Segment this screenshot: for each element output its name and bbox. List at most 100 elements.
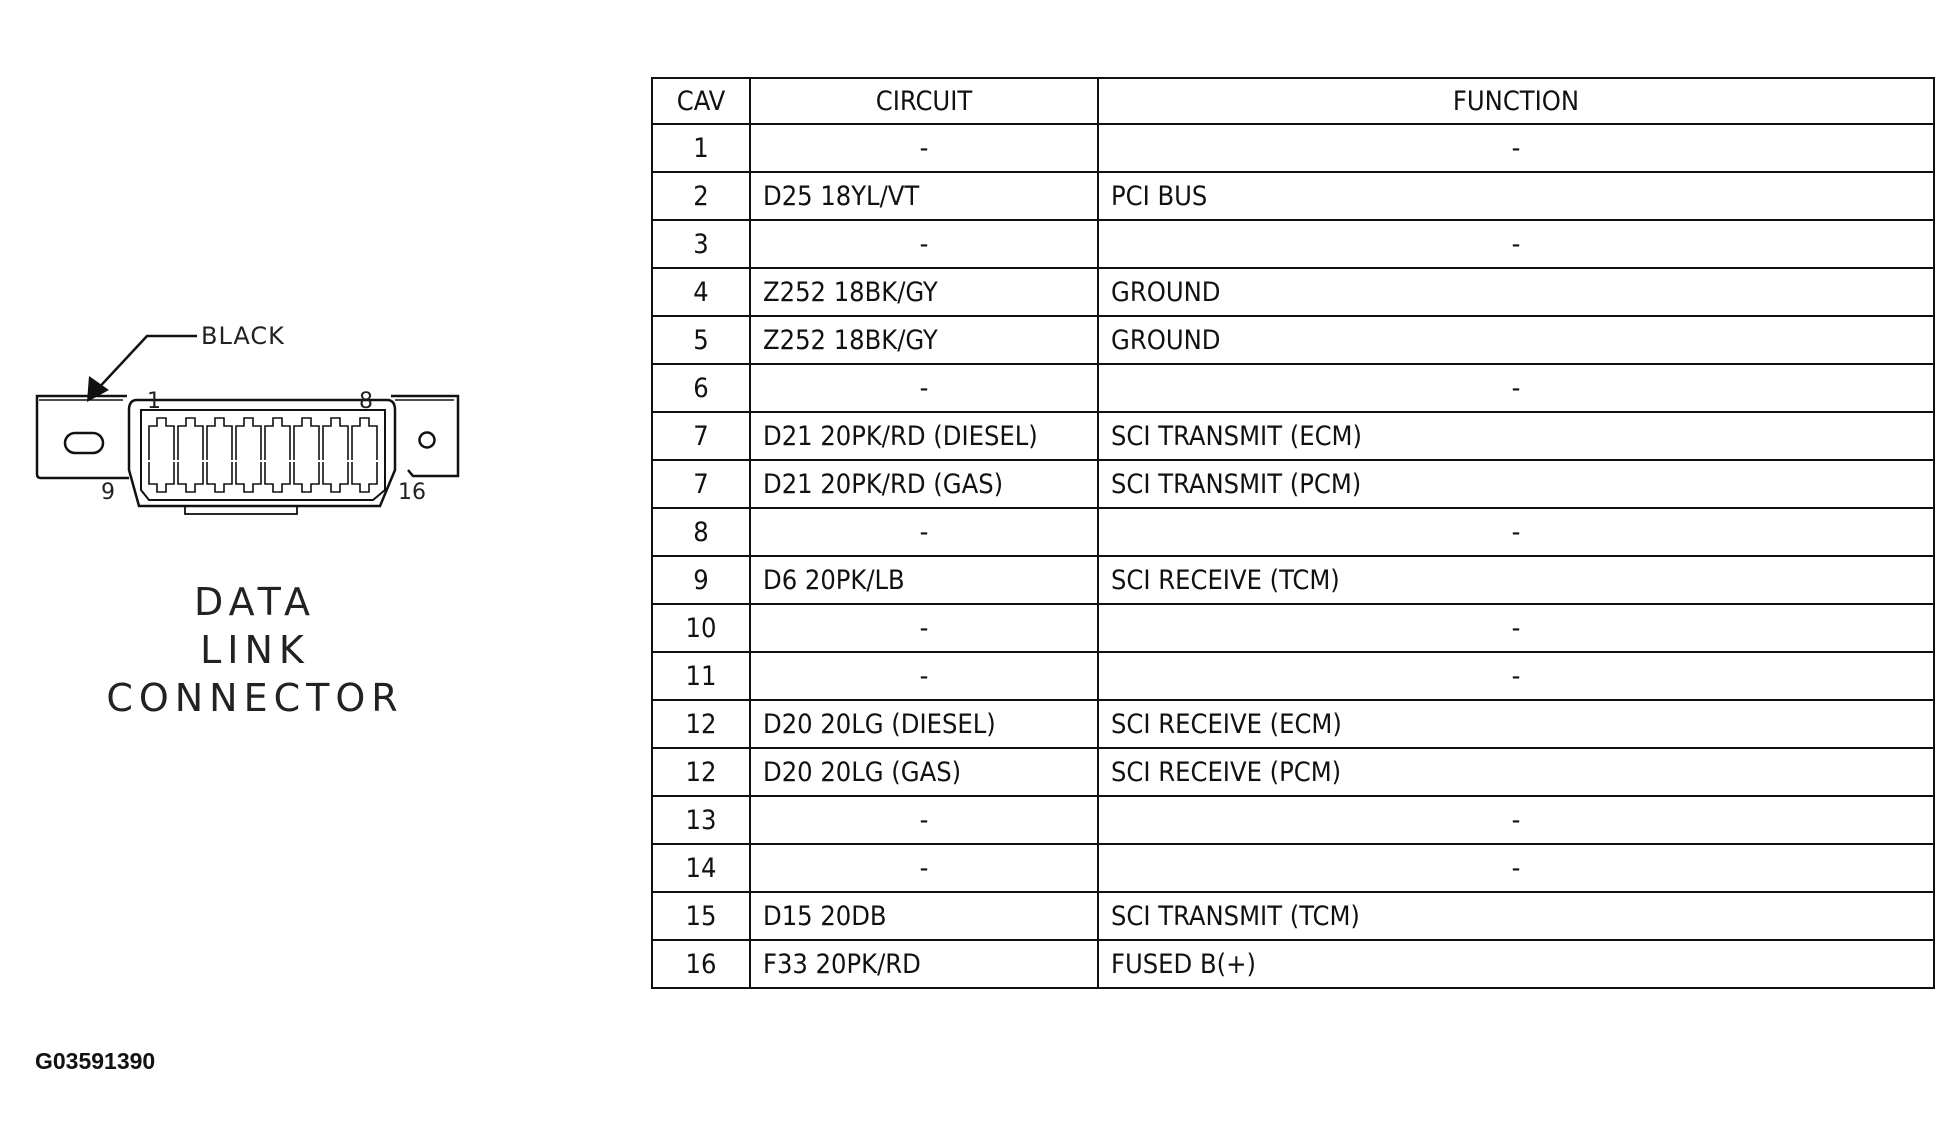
- cavity-11: [206, 462, 233, 493]
- function-cell: SCI RECEIVE (ECM): [1097, 699, 1935, 749]
- function-cell: -: [1097, 363, 1935, 413]
- pin-label-1: 1: [147, 389, 161, 414]
- right-mounting-ear: [391, 394, 460, 478]
- cavity-1: [148, 417, 175, 460]
- function-cell: GROUND: [1097, 267, 1935, 317]
- circuit-cell: D21 20PK/RD (GAS): [749, 459, 1099, 509]
- circuit-cell: -: [749, 219, 1099, 269]
- header-circuit: CIRCUIT: [749, 77, 1099, 125]
- cavity-15: [322, 462, 349, 493]
- circuit-cell: -: [749, 651, 1099, 701]
- cav-cell: 14: [651, 843, 751, 893]
- function-cell: SCI TRANSMIT (ECM): [1097, 411, 1935, 461]
- circuit-cell: -: [749, 363, 1099, 413]
- connector-title-line-1: DATA: [194, 580, 316, 624]
- pin-label-9: 9: [101, 480, 115, 505]
- left-slot-hole-icon: [63, 431, 105, 455]
- cav-cell: 2: [651, 171, 751, 221]
- header-function: FUNCTION: [1097, 77, 1935, 125]
- top-row-cavities: [148, 417, 378, 460]
- cav-cell: 7: [651, 459, 751, 509]
- figure-id-code: G03591390: [35, 1048, 156, 1074]
- function-cell: GROUND: [1097, 315, 1935, 365]
- table-row: 13--: [651, 795, 1935, 845]
- cavity-3: [206, 417, 233, 460]
- function-cell: -: [1097, 219, 1935, 269]
- circuit-cell: D21 20PK/RD (DIESEL): [749, 411, 1099, 461]
- cavity-9: [148, 462, 175, 493]
- cav-cell: 8: [651, 507, 751, 557]
- cav-cell: 12: [651, 699, 751, 749]
- function-cell: SCI TRANSMIT (TCM): [1097, 891, 1935, 941]
- function-cell: PCI BUS: [1097, 171, 1935, 221]
- function-cell: -: [1097, 843, 1935, 893]
- cavity-16: [351, 462, 378, 493]
- connector-drawing: BLACK 1 8 9 16: [35, 322, 460, 515]
- circuit-cell: D20 20LG (GAS): [749, 747, 1099, 797]
- circuit-cell: -: [749, 603, 1099, 653]
- cav-cell: 3: [651, 219, 751, 269]
- function-cell: -: [1097, 651, 1935, 701]
- cav-cell: 6: [651, 363, 751, 413]
- circuit-cell: -: [749, 507, 1099, 557]
- connector-title-line-3: CONNECTOR: [106, 676, 404, 720]
- connector-color-label: BLACK: [201, 322, 285, 350]
- function-cell: -: [1097, 603, 1935, 653]
- circuit-cell: Z252 18BK/GY: [749, 267, 1099, 317]
- connector-key-tab: [184, 505, 298, 515]
- cav-cell: 10: [651, 603, 751, 653]
- leader-line: [92, 334, 197, 395]
- table-row: 14--: [651, 843, 1935, 893]
- cavity-2: [177, 417, 204, 460]
- table-row: 3--: [651, 219, 1935, 269]
- circuit-cell: -: [749, 123, 1099, 173]
- connector-title-line-2: LINK: [200, 628, 310, 672]
- function-cell: -: [1097, 507, 1935, 557]
- circuit-cell: F33 20PK/RD: [749, 939, 1099, 989]
- cav-cell: 11: [651, 651, 751, 701]
- data-link-connector-figure: BLACK 1 8 9 16 DATA LINK CONNECTOR: [25, 310, 485, 730]
- cavity-4: [235, 417, 262, 460]
- header-cav: CAV: [651, 77, 751, 125]
- pin-label-8: 8: [359, 389, 373, 414]
- cav-cell: 1: [651, 123, 751, 173]
- table-row: 1--: [651, 123, 1935, 173]
- cav-cell: 15: [651, 891, 751, 941]
- left-mounting-ear: [35, 394, 129, 480]
- cav-cell: 4: [651, 267, 751, 317]
- cav-cell: 5: [651, 315, 751, 365]
- cav-cell: 16: [651, 939, 751, 989]
- function-cell: -: [1097, 795, 1935, 845]
- function-cell: SCI RECEIVE (TCM): [1097, 555, 1935, 605]
- cavity-12: [235, 462, 262, 493]
- connector-shell: [127, 398, 397, 508]
- cav-cell: 13: [651, 795, 751, 845]
- cav-cell: 12: [651, 747, 751, 797]
- cavity-8: [351, 417, 378, 460]
- function-cell: SCI RECEIVE (PCM): [1097, 747, 1935, 797]
- circuit-cell: -: [749, 843, 1099, 893]
- table-row: 10--: [651, 603, 1935, 653]
- connector-face: [140, 409, 386, 501]
- circuit-cell: -: [749, 795, 1099, 845]
- circuit-cell: D20 20LG (DIESEL): [749, 699, 1099, 749]
- right-mount-hole-icon: [418, 431, 436, 449]
- bottom-row-cavities: [148, 462, 378, 493]
- pin-label-16: 16: [398, 480, 426, 505]
- circuit-cell: D6 20PK/LB: [749, 555, 1099, 605]
- cavity-5: [264, 417, 291, 460]
- cavity-6: [293, 417, 320, 460]
- circuit-cell: Z252 18BK/GY: [749, 315, 1099, 365]
- table-row: 8--: [651, 507, 1935, 557]
- table-header-row: CAV CIRCUIT FUNCTION: [651, 77, 1935, 125]
